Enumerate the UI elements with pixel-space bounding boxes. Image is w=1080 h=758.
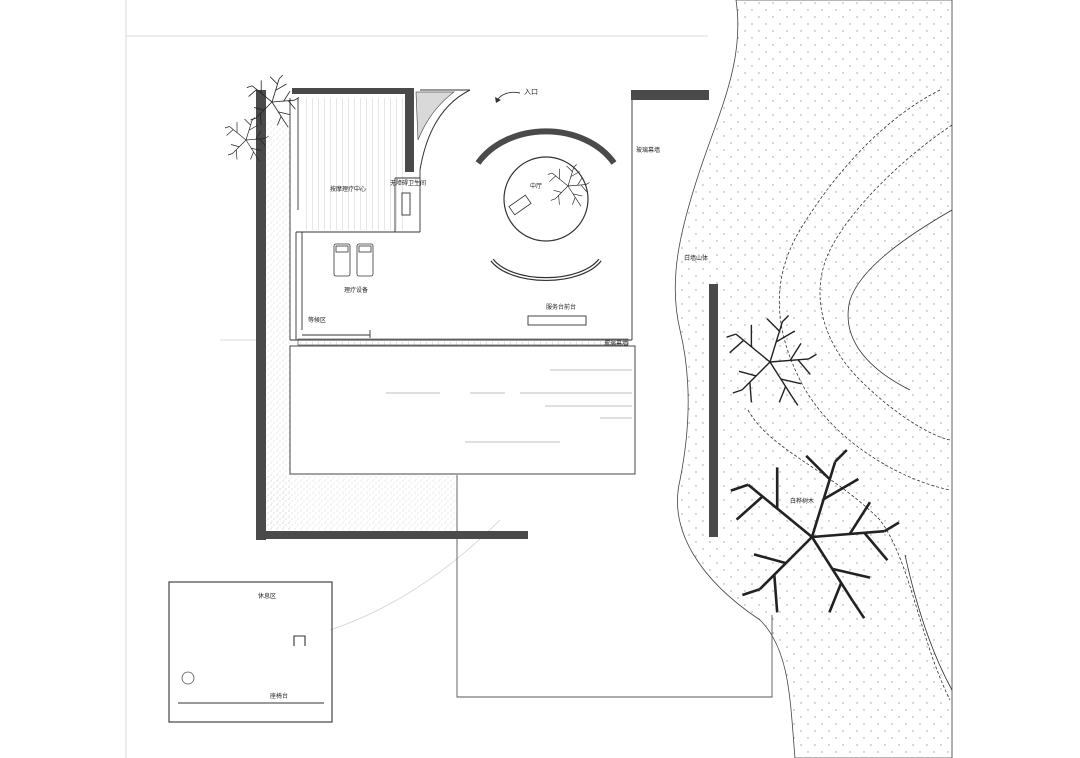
label-landscape-wall: 白墙山体: [684, 254, 708, 262]
arrow-head: [495, 97, 501, 103]
bed-icon: [333, 243, 374, 277]
label-bench: 座椅台: [270, 692, 288, 700]
label-entrance: 入口: [524, 88, 538, 96]
central-atrium-circle: [503, 156, 589, 242]
tree-icon: [547, 164, 590, 207]
label-service-counter: 服务台前台: [546, 303, 576, 311]
atrium-bench: [508, 194, 532, 216]
label-therapy-equipment: 理疗设备: [344, 286, 368, 294]
tree-icon: [246, 74, 300, 128]
upper-curved-wall: [475, 128, 617, 165]
curved-glass-wall: [419, 89, 471, 171]
landscape-dashed-path-3: [747, 409, 951, 701]
wood-deck: [302, 98, 408, 230]
reception-counter: [527, 315, 587, 326]
threshold-strip: [297, 338, 629, 346]
label-central-hall: 中厅: [530, 182, 542, 190]
glass-box-lines: [386, 369, 632, 443]
landscape-zone: [674, 0, 953, 758]
stool-icon: [293, 635, 306, 646]
label-restroom: 无障碍卫生间: [390, 179, 426, 187]
gravel-strip-bottom: [265, 475, 457, 530]
landscape-contour-2: [904, 554, 953, 691]
label-glass-wall-bottom: 玻璃幕墙: [604, 339, 628, 347]
landscape-dashed-path-2: [819, 124, 953, 441]
courtyard-outline: [456, 475, 773, 698]
label-glass-wall-top: 玻璃幕墙: [636, 146, 660, 154]
rest-area-basin: [181, 671, 195, 685]
label-massage-center: 按摩理疗中心: [330, 185, 366, 193]
lower-curved-bench-inner: [491, 259, 601, 280]
curved-planter: [415, 91, 456, 141]
lower-curved-bench: [490, 258, 602, 282]
rest-area-box: [168, 581, 333, 723]
label-existing-trees: 白桦树木: [790, 497, 814, 505]
label-waiting-area: 等候区: [308, 316, 326, 324]
label-rest-area: 休息区: [258, 592, 276, 600]
landscape-dashed-path-1: [778, 89, 951, 491]
curved-arrow-icon: [496, 91, 521, 101]
gravel-strip-left: [265, 120, 290, 530]
landscape-contour: [847, 209, 953, 391]
walls: [256, 88, 718, 540]
